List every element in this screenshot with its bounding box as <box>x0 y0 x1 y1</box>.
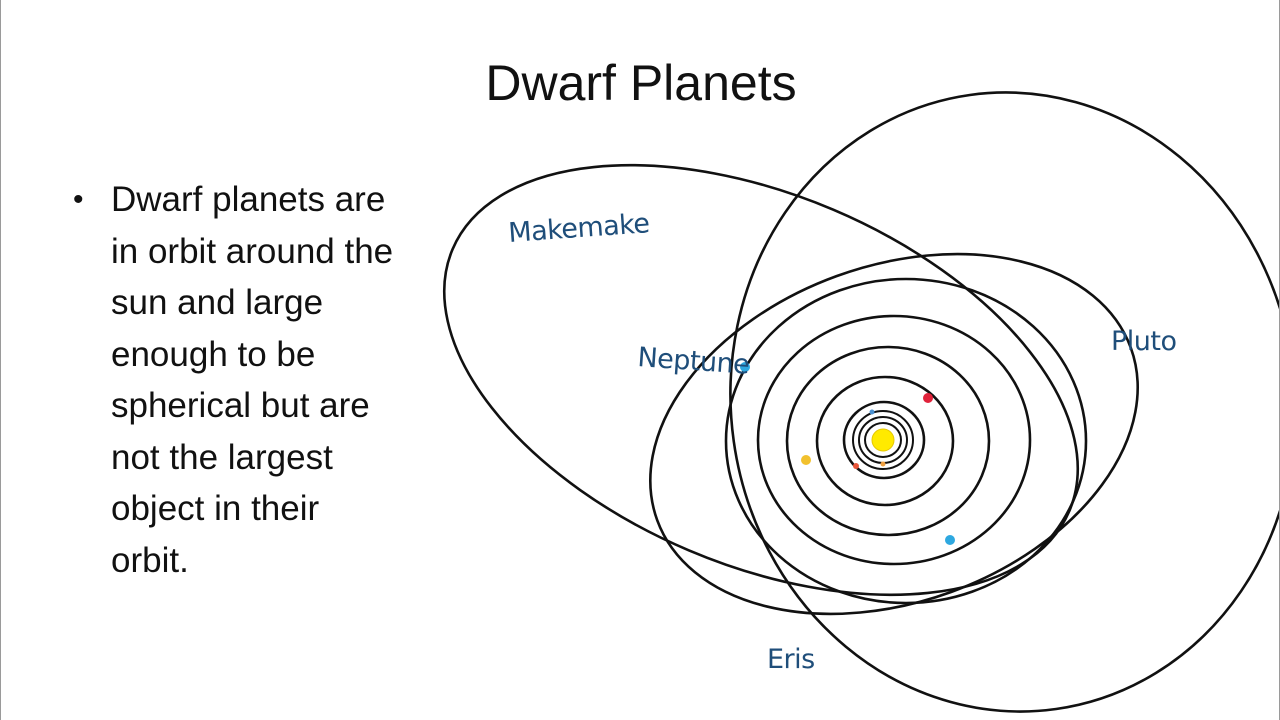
earth-orbit <box>852 410 914 470</box>
neptune-orbit <box>724 277 1088 605</box>
slide-title: Dwarf Planets <box>485 55 797 111</box>
makemake-label: Makemake <box>507 208 650 249</box>
bullet-dot-icon: • <box>73 183 84 216</box>
inner-planet <box>880 461 886 467</box>
eris-label: Eris <box>767 644 815 675</box>
mercury-orbit <box>864 422 902 458</box>
jupiter-orbit <box>815 375 955 507</box>
uranus-orbit <box>756 314 1032 566</box>
neptune-planet <box>740 362 750 372</box>
makemake-orbit <box>442 163 1080 597</box>
bullet-list: • Dwarf planets are in orbit around the … <box>73 174 403 586</box>
neptune-label: Neptune <box>637 342 751 381</box>
bullet-item: • Dwarf planets are in orbit around the … <box>73 174 403 586</box>
saturn-orbit <box>785 345 991 537</box>
mars-orbit <box>842 400 926 480</box>
saturn-planet <box>801 455 811 465</box>
eris-orbit <box>649 252 1139 616</box>
pluto-label: Pluto <box>1111 326 1177 357</box>
bullet-text: Dwarf planets are in orbit around the su… <box>111 180 394 580</box>
inner-planet <box>853 463 859 469</box>
pluto-orbit <box>729 91 1279 713</box>
sun-icon <box>871 428 895 452</box>
mars-planet <box>923 393 933 403</box>
uranus-planet <box>945 535 955 545</box>
inner-planet <box>869 409 875 415</box>
